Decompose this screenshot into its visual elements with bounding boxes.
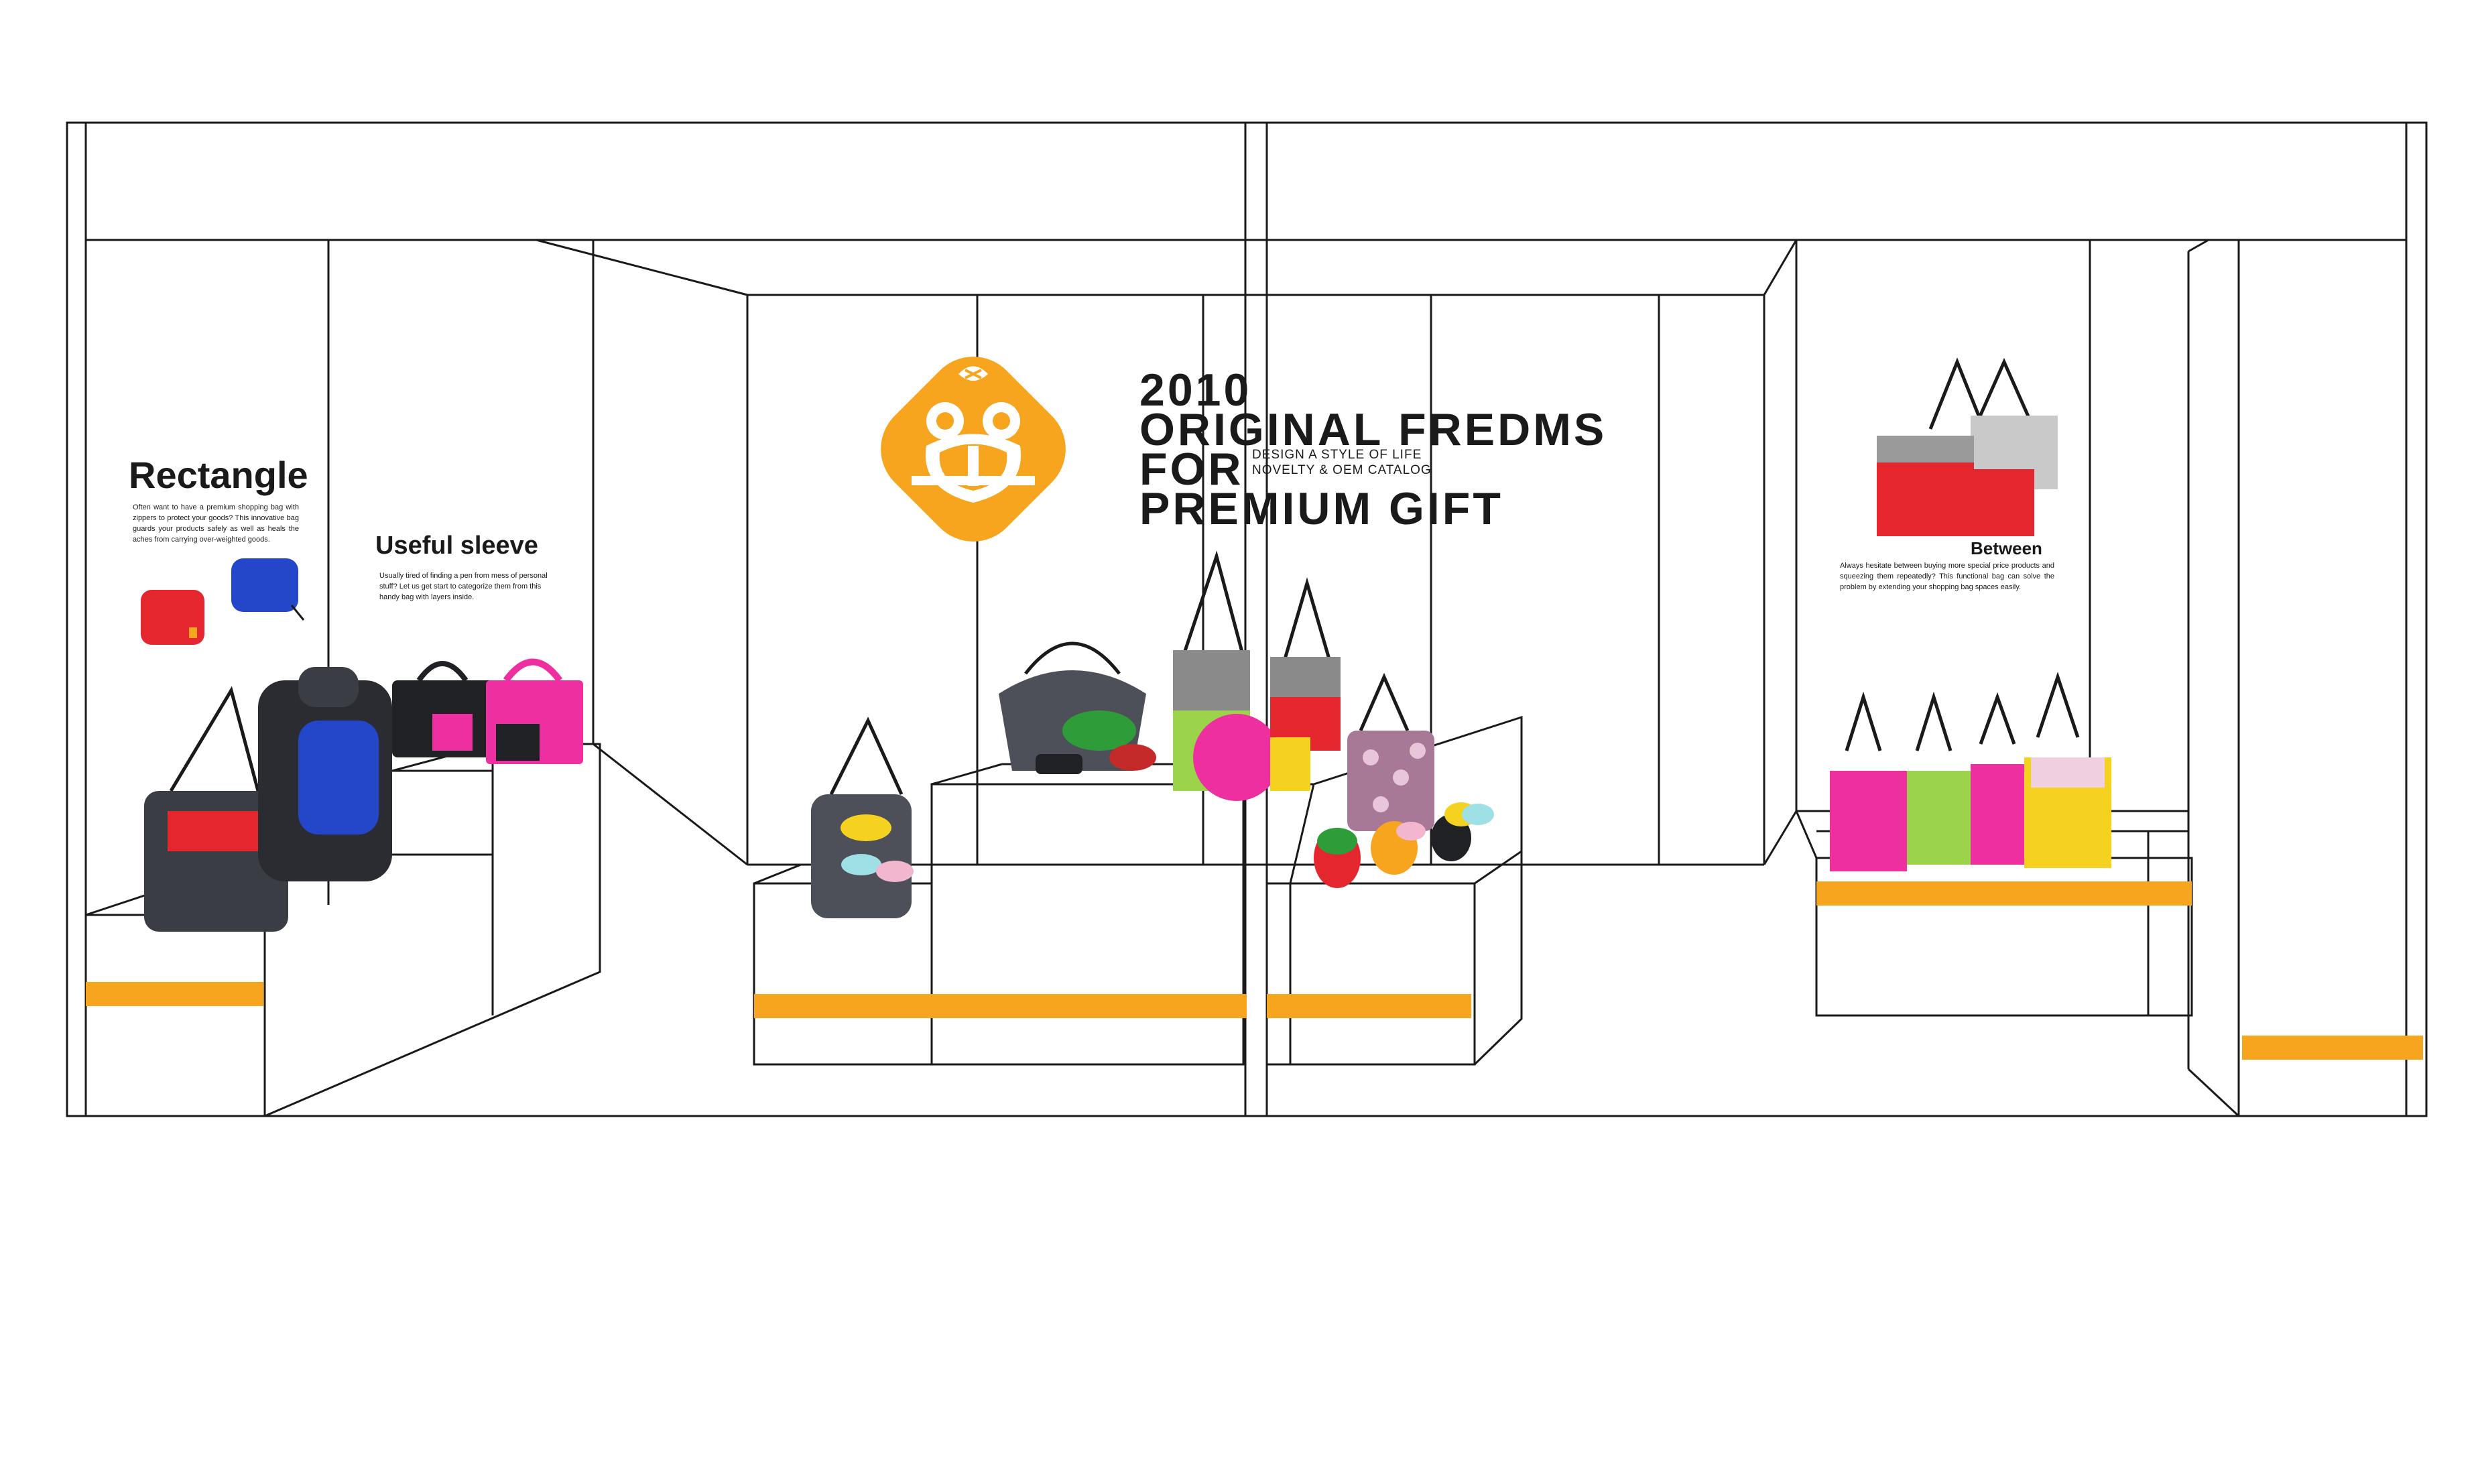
plinth-tall-center (930, 783, 1245, 1066)
bag-pink-tote (486, 658, 583, 764)
frog-face-logo-icon (881, 357, 1066, 542)
bag-blue-pouch (231, 558, 305, 621)
backpack-blue-black (258, 667, 392, 881)
bag-floral-green-pink (1173, 550, 1280, 801)
bag-grey-red-roll (144, 686, 288, 932)
booth-outer-frame (66, 121, 2428, 1117)
bag-floral-purple-tote (1347, 672, 1434, 831)
panel-between-title: Between (1971, 538, 2042, 558)
headline-for: FOR (1139, 444, 1244, 495)
accent-band-left (86, 982, 263, 1006)
booth-center-post (1244, 121, 1268, 1117)
headline-tagline-2: NOVELTY & OEM CATALOG (1252, 463, 1432, 477)
panel-sleeve-title: Useful sleeve (375, 532, 538, 560)
panel-rectangle-title: Rectangle (129, 454, 308, 496)
bag-grey-hobo-large (999, 641, 1156, 774)
bag-red-floral-hanging (1877, 357, 2058, 536)
headline-tagline-1: DESIGN A STYLE OF LIFE (1252, 448, 1422, 462)
bag-floral-red-yellow (1270, 577, 1341, 791)
bag-black-tote (392, 661, 496, 757)
squeeze-toy-row (1314, 802, 1494, 888)
accent-band-far-right (2242, 1036, 2423, 1060)
bag-grey-hobo-small (811, 717, 914, 918)
accent-band-center (754, 994, 1247, 1018)
headline-year: 2010 (1139, 365, 1252, 416)
accent-band-center-right (1267, 994, 1471, 1018)
bag-red-pouch (141, 590, 204, 645)
plinth-right (1289, 882, 1476, 1066)
panel-between-body: Always hesitate between buying more spec… (1840, 562, 2054, 591)
panel-rectangle-body: Often want to have a premium shopping ba… (133, 503, 299, 544)
headline-brand: ORIGINAL FREDMS (1139, 404, 1607, 455)
accent-band-right-bay (1816, 881, 2192, 906)
headline-premium-gift: PREMIUM GIFT (1139, 483, 1503, 534)
tote-row-colorful (1830, 672, 2111, 871)
panel-sleeve-body: Usually tired of finding a pen from mess… (379, 572, 548, 601)
